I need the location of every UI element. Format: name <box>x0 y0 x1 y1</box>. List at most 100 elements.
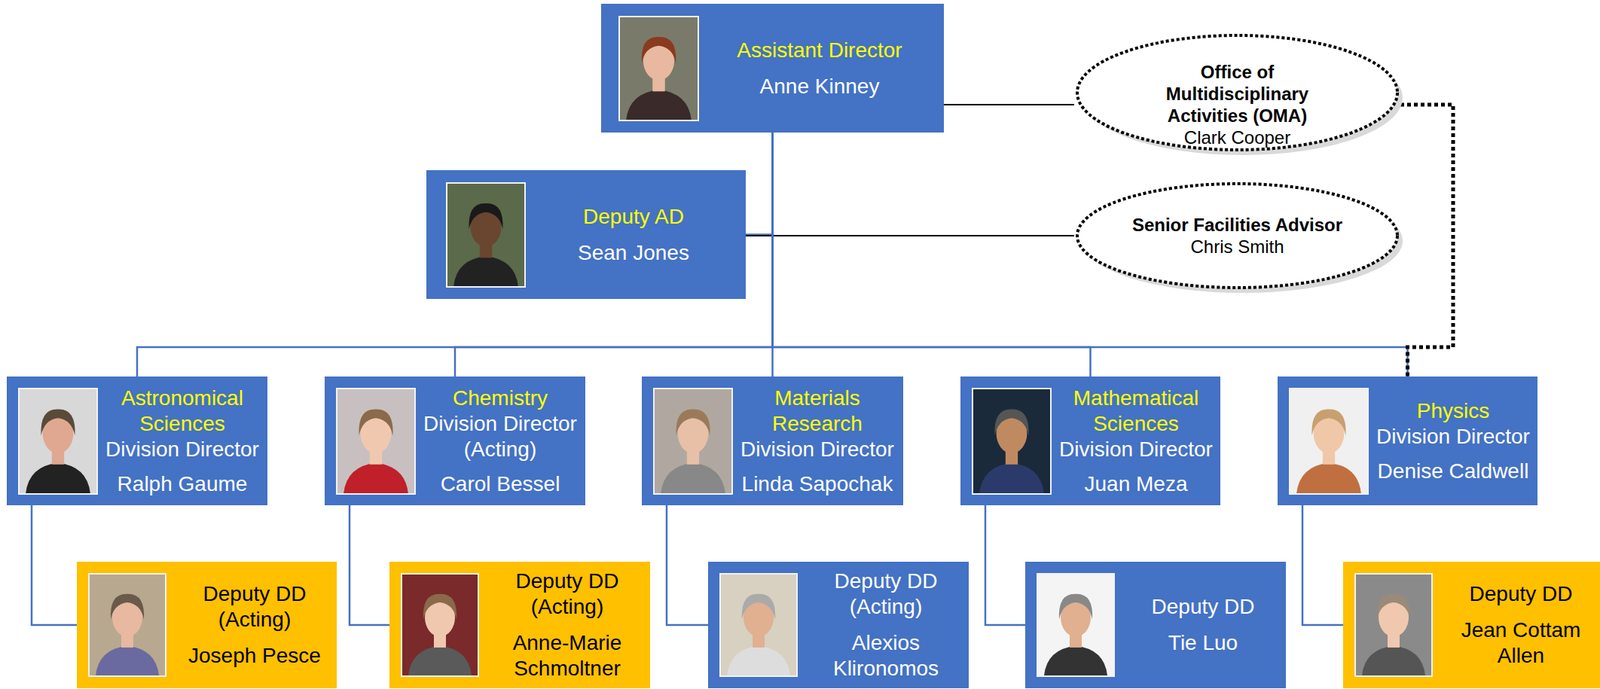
box-title: Deputy DD (Acting) <box>491 568 643 620</box>
box-text: Division Director <box>1053 436 1219 463</box>
box-text: Juan Meza <box>1053 471 1219 498</box>
deputy-box: Deputy DD (Acting) Joseph Pesce <box>76 561 337 689</box>
org-connector <box>1302 505 1344 626</box>
box-text: Tie Luo <box>1127 630 1279 657</box>
division-box: ChemistryDivision Director (Acting) Carol… <box>324 376 586 506</box>
deputy-box: Deputy DD (Acting) Anne-Marie Schmoltner <box>389 561 651 689</box>
portrait-image <box>447 183 525 287</box>
box-text: Anne Kinney <box>706 73 933 100</box>
box-text: Clark Cooper <box>1139 126 1336 149</box>
portrait-image <box>973 389 1051 494</box>
office-ellipse: Office of Multidisciplinary Activities (… <box>1074 32 1401 178</box>
portrait-image <box>402 574 478 676</box>
box-title: Astronomical Sciences <box>100 385 265 437</box>
ellipse-outline <box>1074 32 1401 178</box>
box-title: Mathematical Sciences <box>1053 385 1219 437</box>
portrait-photo <box>18 387 98 495</box>
box-text: Linda Sapochak <box>735 471 900 498</box>
text-column: Materials ResearchDivision DirectorLinda… <box>735 379 900 504</box>
portrait-image <box>1355 574 1432 676</box>
box-title: Assistant Director <box>706 37 933 64</box>
box-text: Jean Cottam Allen <box>1445 617 1597 669</box>
deputy-box: Deputy DD (Acting) Alexios Klironomos <box>708 561 969 689</box>
portrait-image <box>654 389 732 494</box>
box-title: Senior Facilities Advisor <box>1109 213 1366 236</box>
text-column: Astronomical SciencesDivision DirectorRa… <box>100 379 265 504</box>
portrait-photo <box>88 573 167 678</box>
org-connector <box>985 505 1026 626</box>
org-connector <box>666 505 709 626</box>
deputy-box: Deputy DD Jean Cottam Allen <box>1343 561 1600 689</box>
director-box: Assistant DirectorAnne Kinney <box>601 3 944 133</box>
box-text: Alexios Klironomos <box>810 630 962 682</box>
portrait-image <box>720 574 797 676</box>
division-box: PhysicsDivision DirectorDenise Caldwell <box>1277 376 1538 506</box>
text-column: Deputy DD (Acting) Joseph Pesce <box>179 575 330 675</box>
box-title: Chemistry <box>418 385 583 412</box>
text-column: Deputy AD Sean Jones <box>539 198 728 272</box>
portrait-photo <box>1354 573 1433 678</box>
box-title: Office of Multidisciplinary Activities (… <box>1139 61 1336 127</box>
portrait-image <box>19 389 97 494</box>
box-text: Division Director <box>100 436 265 463</box>
portrait-image <box>1038 574 1114 676</box>
text-column: Deputy DD Tie Luo <box>1127 588 1279 663</box>
deputy-director-box: Deputy AD Sean Jones <box>426 170 746 300</box>
org-connector <box>772 132 1408 377</box>
portrait-photo <box>1036 573 1115 678</box>
org-connector <box>745 235 1075 237</box>
portrait-photo <box>719 573 798 678</box>
advisor-ellipse: Senior Facilities AdvisorChris Smith <box>1074 180 1401 291</box>
box-text: Joseph Pesce <box>179 643 330 669</box>
box-title: Deputy DD <box>1445 581 1597 608</box>
text-column: Deputy DD (Acting) Alexios Klironomos <box>810 562 962 688</box>
portrait-photo <box>400 573 480 678</box>
org-connector <box>137 132 773 377</box>
box-title: Deputy AD <box>539 204 728 230</box>
box-text: Chris Smith <box>1109 235 1366 258</box>
text-column: Mathematical SciencesDivision DirectorJu… <box>1053 379 1219 504</box>
text-column: Deputy DD Jean Cottam Allen <box>1445 575 1597 675</box>
portrait-image <box>89 574 165 676</box>
text-column: Deputy DD (Acting) Anne-Marie Schmoltner <box>491 562 643 688</box>
org-connector <box>31 505 77 626</box>
box-text: Division Director <box>735 436 900 463</box>
division-box: Materials ResearchDivision DirectorLinda… <box>641 376 904 506</box>
portrait-photo <box>653 387 733 495</box>
portrait-photo <box>445 182 526 288</box>
portrait-photo <box>618 15 700 122</box>
portrait-image <box>619 17 698 120</box>
org-connector <box>943 103 1075 106</box>
portrait-photo <box>971 387 1052 495</box>
dotted-connector <box>1400 104 1454 377</box>
box-text: Division Director (Acting) <box>418 411 583 463</box>
ellipse-outline <box>1074 180 1401 291</box>
portrait-image <box>1290 389 1368 494</box>
portrait-photo <box>1288 387 1369 495</box>
box-text: Carol Bessel <box>418 471 583 498</box>
portrait-photo <box>335 387 416 495</box>
box-title: Materials Research <box>735 385 900 437</box>
text-column: ChemistryDivision Director (Acting) Carol… <box>418 379 583 504</box>
box-title: Physics <box>1370 398 1536 425</box>
box-title: Deputy DD (Acting) <box>810 568 962 620</box>
box-title: Deputy DD (Acting) <box>179 581 330 633</box>
text-column: PhysicsDivision DirectorDenise Caldwell <box>1370 392 1536 491</box>
text-column: Office of Multidisciplinary Activities (… <box>1139 54 1336 155</box>
portrait-image <box>337 389 415 494</box>
division-box: Mathematical SciencesDivision DirectorJu… <box>960 376 1221 506</box>
org-connector <box>745 132 773 236</box>
box-text: Ralph Gaume <box>100 471 265 498</box>
org-connector <box>772 132 1091 377</box>
box-text: Sean Jones <box>539 240 728 266</box>
text-column: Senior Facilities AdvisorChris Smith <box>1109 207 1366 264</box>
text-column: Assistant DirectorAnne Kinney <box>706 31 933 106</box>
division-box: Astronomical SciencesDivision DirectorRa… <box>6 376 268 506</box>
box-title: Deputy DD <box>1127 594 1279 620</box>
box-text: Denise Caldwell <box>1370 458 1536 485</box>
box-text: Division Director <box>1370 424 1536 450</box>
org-connector <box>349 505 390 626</box>
box-text: Anne-Marie Schmoltner <box>491 630 643 682</box>
deputy-box: Deputy DD Tie Luo <box>1025 561 1286 689</box>
